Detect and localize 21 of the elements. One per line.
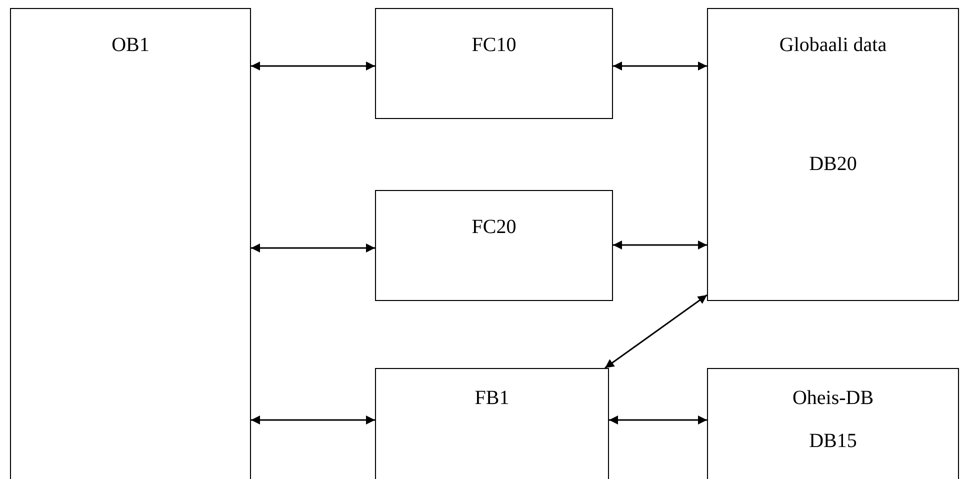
block-box — [707, 368, 959, 479]
double-arrow — [251, 416, 375, 424]
block-box — [10, 8, 251, 479]
block-label: DB15 — [809, 429, 857, 453]
double-arrow — [613, 62, 707, 70]
block-label: FC20 — [472, 215, 516, 239]
block-label: Globaali data — [779, 33, 887, 57]
block-label: OB1 — [112, 33, 150, 57]
double-arrow — [613, 240, 707, 250]
double-arrow — [251, 244, 375, 252]
block-label: DB20 — [809, 152, 857, 176]
double-arrow — [251, 62, 375, 70]
block-box — [375, 8, 613, 119]
double-arrow — [609, 416, 707, 424]
block-label: FB1 — [474, 386, 510, 410]
block-label: Oheis-DB — [792, 386, 874, 410]
block-label: FC10 — [472, 33, 516, 57]
block-box — [375, 368, 609, 479]
block-box — [707, 8, 959, 301]
double-arrow — [604, 294, 708, 369]
block-box — [375, 190, 613, 301]
